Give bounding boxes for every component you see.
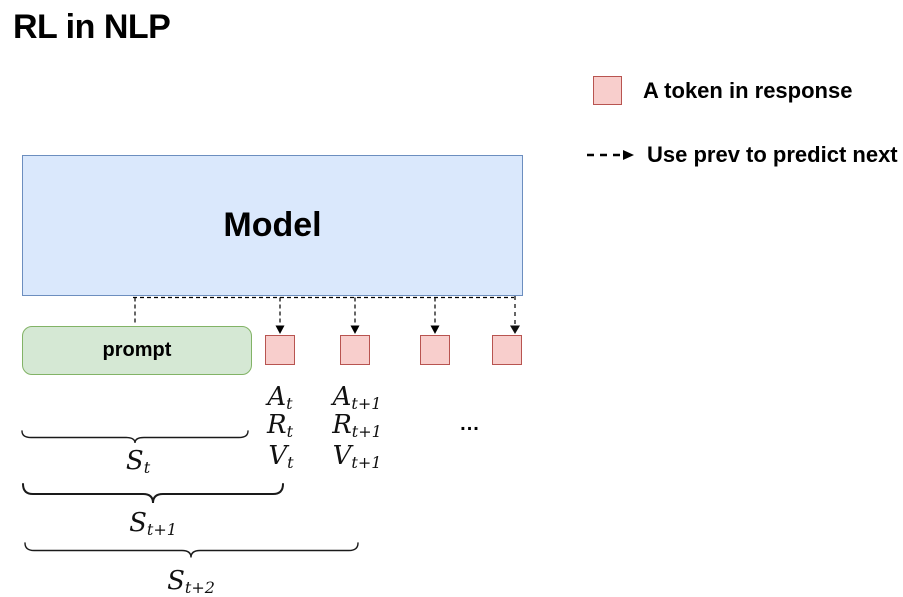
predict-arrow bbox=[430, 297, 440, 334]
label-V-t: Vt bbox=[268, 441, 294, 472]
predict-arrow bbox=[275, 297, 285, 334]
token-square bbox=[420, 335, 450, 365]
model-box: Model bbox=[22, 155, 523, 296]
label-A-t1: At+1 bbox=[332, 382, 382, 413]
legend-dashed-arrow-icon bbox=[587, 150, 634, 160]
legend-token-swatch bbox=[593, 76, 622, 105]
underbrace-s-t1 bbox=[22, 483, 284, 504]
legend-label-token: A token in response bbox=[643, 78, 853, 103]
underbrace-s-t2 bbox=[24, 542, 359, 558]
predict-arrow-last bbox=[510, 296, 520, 334]
underbrace-s-t bbox=[21, 430, 249, 444]
label-S-t: St bbox=[125, 446, 151, 477]
page-title: RL in NLP bbox=[13, 8, 171, 46]
predict-arrow bbox=[350, 297, 360, 334]
label-A-t: At bbox=[267, 382, 293, 413]
model-label: Model bbox=[223, 206, 322, 244]
token-square bbox=[492, 335, 522, 365]
ellipsis-label: ... bbox=[460, 413, 480, 435]
legend-label-predict: Use prev to predict next bbox=[647, 142, 898, 167]
label-V-t1: Vt+1 bbox=[332, 441, 382, 472]
label-S-t1: St+1 bbox=[129, 508, 177, 539]
token-square bbox=[340, 335, 370, 365]
prompt-box: prompt bbox=[22, 326, 252, 375]
label-R-t1: Rt+1 bbox=[332, 410, 382, 441]
prompt-label: prompt bbox=[102, 339, 172, 361]
label-S-t2: St+2 bbox=[167, 566, 215, 597]
label-R-t: Rt bbox=[266, 410, 294, 441]
token-square bbox=[265, 335, 295, 365]
